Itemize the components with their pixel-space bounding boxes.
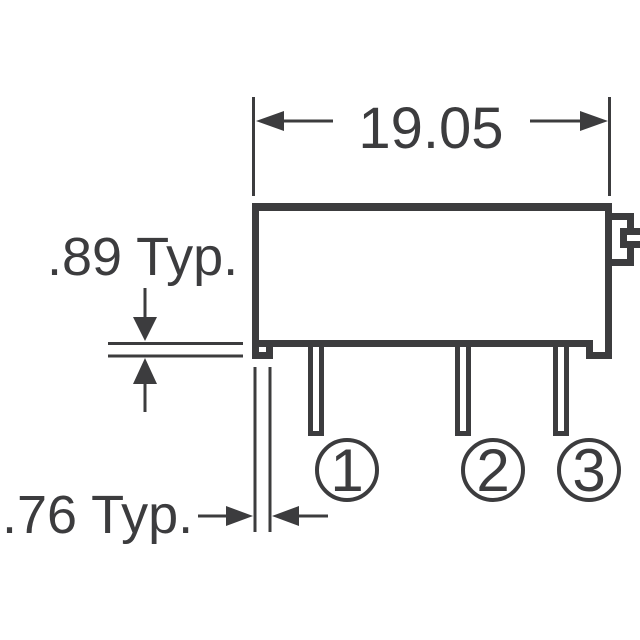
offset-dim-line-left (198, 514, 227, 518)
pin-2-circle (461, 438, 525, 502)
width-extension-line-right (608, 97, 611, 196)
screw-top-bar (612, 213, 634, 220)
screw-slot-bottom (620, 241, 640, 248)
width-dim-line-right (530, 119, 580, 123)
dimension-standoff-height: .89 Typ. (47, 227, 243, 412)
right-arrow-icon (580, 111, 608, 131)
standoff-dimension-label: .89 Typ. (47, 227, 238, 287)
pin-1-number: 1 (330, 437, 363, 504)
body-bottom-edge (259, 340, 593, 347)
pin-3-lead (553, 340, 569, 436)
left-arrow-icon (256, 111, 284, 131)
pin-3-number: 3 (572, 437, 605, 504)
standoff-arrow-line-upper (143, 288, 147, 318)
width-dim-line-left (283, 119, 333, 123)
screw-slot-left (620, 235, 627, 241)
screw-slot-top (620, 228, 640, 235)
body-top-edge (252, 203, 612, 211)
component-body (252, 203, 612, 359)
dimension-lead-offset: .76 Typ. (2, 367, 328, 545)
pin-1-lead (308, 340, 324, 436)
left-foot-bottom (252, 352, 273, 359)
screw-bottom-bar (612, 259, 634, 266)
right-arrow-icon (226, 506, 253, 526)
dimension-body-width: 19.05 (252, 96, 611, 196)
pin-1-circle (315, 438, 379, 502)
standoff-extension-line-upper (108, 342, 243, 345)
offset-extension-line-left (253, 367, 257, 532)
right-foot-bottom (586, 352, 612, 359)
screw-right-upper (627, 220, 634, 228)
pin-3-circle (557, 438, 621, 502)
body-right-edge (605, 203, 612, 359)
pin-2-number: 2 (476, 437, 509, 504)
offset-dimension-label: .76 Typ. (2, 485, 193, 545)
up-arrow-icon (133, 358, 157, 384)
right-foot-step (586, 340, 593, 359)
screw-right-lower (627, 248, 634, 259)
offset-extension-line-right (268, 367, 272, 532)
adjustment-screw-icon (612, 213, 640, 266)
body-left-edge (252, 203, 259, 359)
pin-leads (308, 340, 569, 436)
standoff-arrow-line-lower (143, 384, 147, 412)
width-dimension-label: 19.05 (358, 96, 503, 161)
pin-2-lead (455, 340, 471, 436)
left-arrow-icon (272, 506, 299, 526)
width-extension-line-left (252, 97, 255, 196)
pin-number-callouts: 1 2 3 (315, 437, 621, 504)
down-arrow-icon (133, 317, 157, 341)
offset-dim-line-right (298, 514, 328, 518)
standoff-extension-line-lower (108, 354, 243, 358)
left-foot-step (266, 340, 273, 359)
